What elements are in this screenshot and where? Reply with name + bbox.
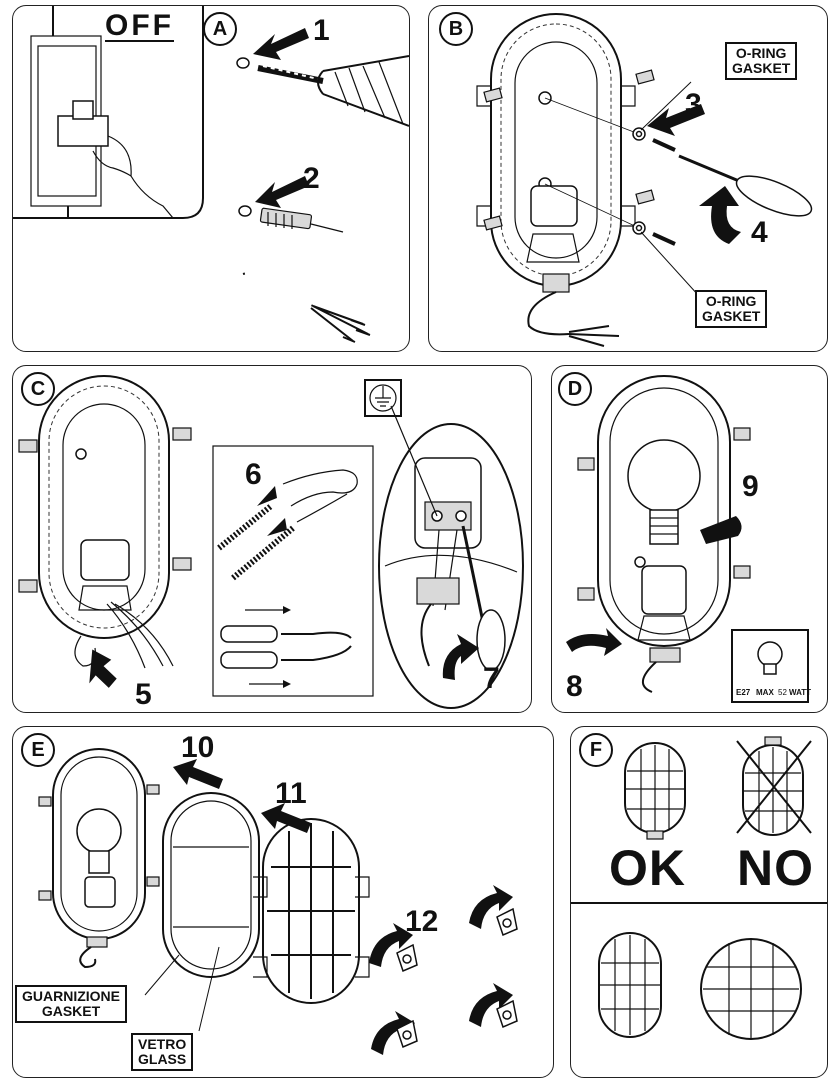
- wall-plug: [259, 207, 313, 230]
- arrow-4: [699, 186, 741, 244]
- lamp-base: [490, 13, 622, 287]
- step-2-number: 2: [303, 162, 320, 195]
- arrow-12c: [371, 1011, 415, 1055]
- wiring-inset: [212, 445, 374, 697]
- arrow-8: [566, 628, 622, 656]
- panel-e: E 10 11 12 GUARNIZIONE GASKET VETRO GLAS…: [12, 726, 554, 1078]
- gasket-label-top-line1: O-RING: [735, 45, 787, 61]
- step-9-number: 9: [742, 470, 759, 503]
- hand: [107, 135, 174, 219]
- arrow-10: [173, 759, 223, 789]
- earth-ground-icon: [364, 379, 402, 417]
- step-4-number: 4: [751, 216, 768, 249]
- panel-c: C 5 6 7: [12, 365, 532, 713]
- switch-lever: [57, 115, 109, 147]
- step-12-number: 12: [405, 905, 439, 938]
- lamp-socket: [530, 185, 578, 227]
- panel-a-illustration: [13, 6, 409, 343]
- gasket-callout: GUARNIZIONE GASKET: [15, 985, 127, 1023]
- panel-a-badge: A: [203, 12, 237, 46]
- bulb-spec-unit: WATT: [789, 688, 812, 697]
- step-8-number: 8: [566, 670, 583, 703]
- panel-d: D 9 8 E27 MAX 52 WATT: [551, 365, 828, 713]
- arrow-1: [253, 28, 309, 60]
- arrow-7: [442, 634, 479, 680]
- step-1-number: 1: [313, 14, 330, 47]
- drill-bit: [257, 65, 324, 84]
- arrow-2: [255, 176, 309, 208]
- gasket-label-top: O-RING GASKET: [725, 42, 798, 80]
- no-label: NO: [737, 840, 814, 896]
- panel-f: F OK NO: [570, 726, 828, 1078]
- gasket-callout-line1: GUARNIZIONE: [22, 988, 120, 1004]
- arrow-11: [261, 803, 311, 833]
- screwdriver-shaft: [678, 154, 740, 183]
- panel-b-illustration: [476, 13, 813, 347]
- arrow-3: [647, 104, 705, 136]
- drill-body: [317, 55, 409, 127]
- gasket-label-bottom: O-RING GASKET: [695, 290, 768, 328]
- ok-label: OK: [609, 840, 686, 896]
- panel-a: OFF A 1 2: [12, 5, 410, 352]
- step-5-number: 5: [135, 678, 152, 711]
- arrow-12b: [469, 885, 513, 929]
- panel-d-badge: D: [558, 372, 592, 406]
- glass-callout-line2: GLASS: [138, 1051, 187, 1067]
- panel-d-illustration: [566, 375, 809, 703]
- bulb-spec-socket: E27: [736, 688, 751, 697]
- lamp-socket: [80, 539, 130, 581]
- bulb-spec-watt: 52: [778, 688, 787, 697]
- step-3-number: 3: [685, 88, 702, 121]
- wall-hole-1: [236, 57, 250, 69]
- inset-border: [13, 6, 204, 219]
- arrow-9: [700, 516, 742, 544]
- glass-cover: [162, 792, 260, 978]
- panel-e-illustration: [38, 748, 518, 1055]
- arrow-5: [89, 649, 117, 688]
- panel-b-badge: B: [439, 12, 473, 46]
- gasket-label-top-line2: GASKET: [732, 60, 791, 76]
- arrow-12a: [369, 923, 413, 967]
- step-7-number: 7: [483, 662, 500, 695]
- lamp-socket: [641, 565, 687, 615]
- step-11-number: 11: [275, 777, 307, 810]
- cross-out-icon: [736, 740, 812, 834]
- panel-c-badge: C: [21, 372, 55, 406]
- screwdriver-handle: [735, 175, 813, 217]
- bulb-spec-max: MAX: [756, 688, 774, 697]
- arrow-12d: [469, 983, 513, 1027]
- protective-cage: [262, 818, 360, 1004]
- light-bulb: [627, 439, 701, 513]
- wall-hole-2: [238, 205, 252, 217]
- magnified-view: [378, 423, 524, 709]
- step-10-number: 10: [181, 731, 215, 764]
- lamp-base: [38, 375, 170, 639]
- glass-callout-line1: VETRO: [138, 1036, 187, 1052]
- step-6-number: 6: [245, 458, 262, 491]
- panel-e-badge: E: [21, 733, 55, 767]
- gasket-label-bottom-line1: O-RING: [705, 293, 757, 309]
- gasket-callout-line2: GASKET: [41, 1003, 101, 1019]
- off-label: OFF: [105, 9, 174, 42]
- glass-callout: VETRO GLASS: [131, 1033, 194, 1071]
- lamp-base: [597, 375, 731, 647]
- panel-f-illustration: [571, 736, 827, 1040]
- gasket-label-bottom-line2: GASKET: [702, 308, 761, 324]
- panel-f-badge: F: [579, 733, 613, 767]
- bulb-spec-box: [731, 629, 809, 703]
- screwdriver-handle: [476, 609, 506, 671]
- light-bulb: [76, 808, 122, 854]
- panel-c-illustration: [18, 375, 524, 709]
- panel-b: B O-RING GASKET 3 4 O-RING GASKET: [428, 5, 828, 352]
